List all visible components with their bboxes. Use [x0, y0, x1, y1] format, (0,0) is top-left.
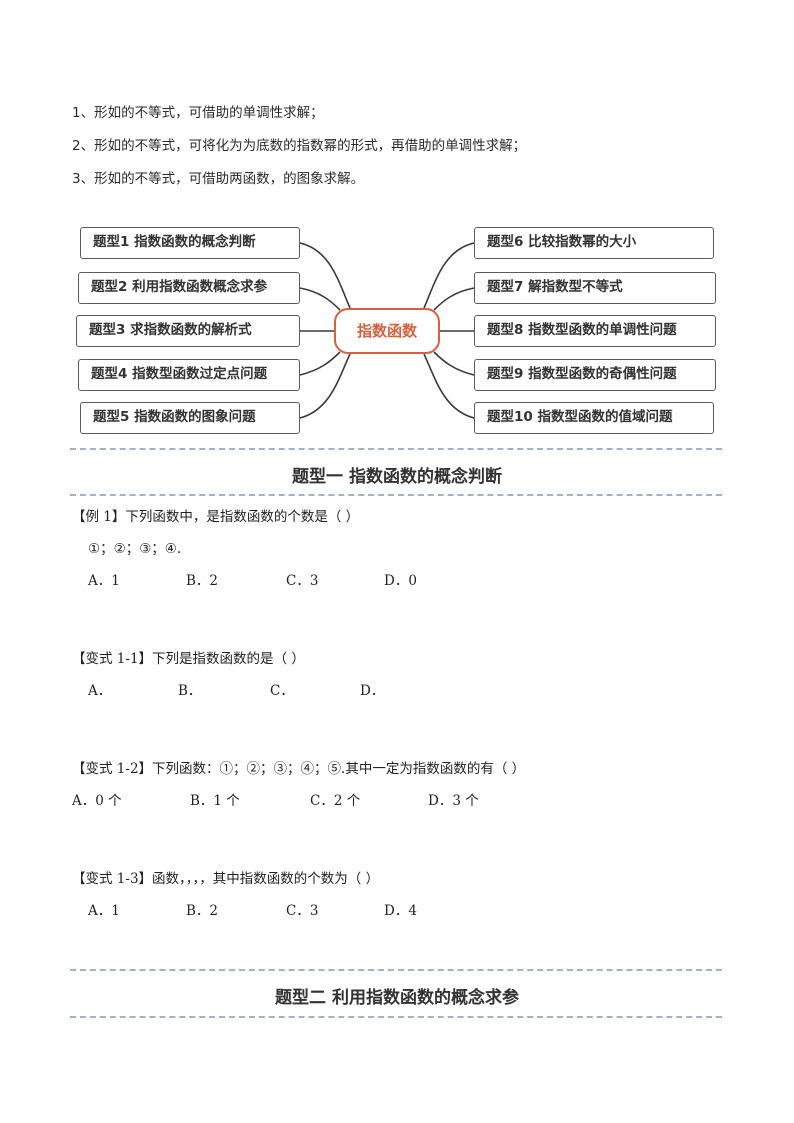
- variant-1-2-option-c: C．2 个: [310, 793, 361, 809]
- variant-1-3-stem: 【变式 1-3】函数，，，，其中指数函数的个数为（ ）: [72, 871, 380, 887]
- intro-line-2: 2、形如的不等式，可将化为为底数的指数幂的形式，再借助的单调性求解；: [72, 138, 527, 154]
- variant-1-3-option-c: C．3: [286, 903, 319, 919]
- variant-1-2-option-a: A．0 个: [72, 793, 122, 809]
- mindmap-center: 指数函数: [334, 308, 440, 354]
- example-1-sub: ①；②；③；④.: [88, 541, 182, 557]
- example-1-option-a: A．1: [88, 573, 120, 589]
- mindmap-left-1: 题型1 指数函数的概念判断: [80, 227, 300, 259]
- mindmap-left-3: 题型3 求指数函数的解析式: [76, 315, 300, 347]
- section-title-2: 题型二 利用指数函数的概念求参: [275, 988, 519, 1008]
- variant-1-1-option-b: B．: [178, 683, 202, 699]
- example-1-stem: 【例 1】下列函数中，是指数函数的个数是（ ）: [72, 509, 360, 525]
- divider: [70, 1016, 722, 1018]
- mindmap-right-1: 题型6 比较指数幂的大小: [474, 227, 714, 259]
- example-1-option-b: B．2: [186, 573, 219, 589]
- example-1-option-c: C．3: [286, 573, 319, 589]
- intro-line-3: 3、形如的不等式，可借助两函数，的图象求解。: [72, 171, 365, 187]
- variant-1-1-option-d: D．: [360, 683, 385, 699]
- variant-1-2-stem: 【变式 1-2】下列函数：①；②；③；④；⑤.其中一定为指数函数的有（ ）: [72, 761, 526, 777]
- mindmap-right-2: 题型7 解指数型不等式: [474, 272, 716, 304]
- divider: [70, 969, 722, 971]
- variant-1-1-option-c: C．: [270, 683, 294, 699]
- mindmap-right-4: 题型9 指数型函数的奇偶性问题: [474, 359, 716, 391]
- mindmap-connectors: [299, 242, 475, 419]
- mindmap-right-3: 题型8 指数型函数的单调性问题: [474, 315, 716, 347]
- mindmap-left-4: 题型4 指数型函数过定点问题: [78, 359, 300, 391]
- variant-1-3-option-d: D．4: [384, 903, 417, 919]
- variant-1-3-option-a: A．1: [88, 903, 120, 919]
- mindmap-left-2: 题型2 利用指数函数概念求参: [78, 272, 300, 304]
- variant-1-1-option-a: A．: [88, 683, 112, 699]
- divider: [70, 448, 722, 450]
- variant-1-2-option-b: B．1 个: [190, 793, 240, 809]
- section-title-1: 题型一 指数函数的概念判断: [292, 467, 502, 487]
- variant-1-1-stem: 【变式 1-1】下列是指数函数的是（ ）: [72, 651, 305, 667]
- example-1-option-d: D．0: [384, 573, 417, 589]
- divider: [70, 494, 722, 496]
- mindmap-right-5: 题型10 指数型函数的值域问题: [474, 402, 714, 434]
- mindmap-left-5: 题型5 指数函数的图象问题: [80, 402, 300, 434]
- variant-1-3-option-b: B．2: [186, 903, 219, 919]
- variant-1-2-option-d: D．3 个: [428, 793, 479, 809]
- intro-line-1: 1、形如的不等式，可借助的单调性求解；: [72, 105, 324, 121]
